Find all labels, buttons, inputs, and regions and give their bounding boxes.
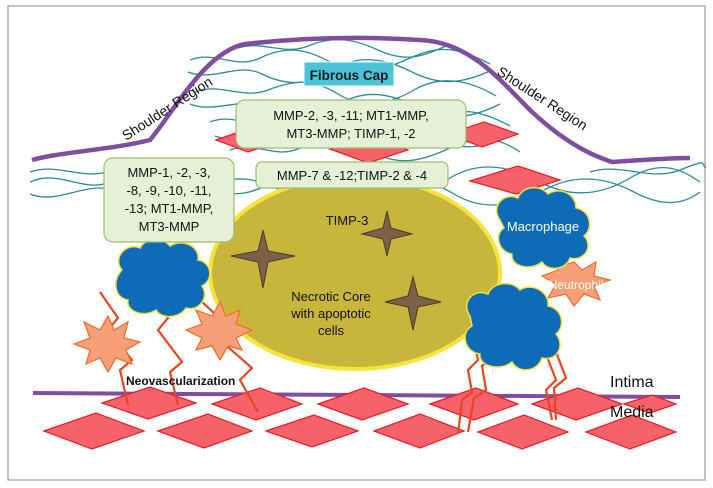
mmp-box-middle-text: MMP-7 & -12;TIMP-2 & -4 bbox=[277, 168, 427, 183]
necrotic-core-line1: Necrotic Core bbox=[291, 289, 370, 304]
apoptotic-cell-star bbox=[384, 275, 442, 331]
fibrous-cap-membrane bbox=[31, 35, 691, 165]
starburst-cell bbox=[184, 300, 254, 362]
mmp-box-shoulder-line2: -8, -9, -10, -11, bbox=[126, 183, 211, 198]
inflammatory-cells bbox=[72, 254, 613, 374]
mmp-box-shoulder bbox=[103, 157, 235, 243]
neutrophil-label: Neutrophil bbox=[549, 278, 604, 292]
apoptotic-cell-star bbox=[360, 210, 414, 257]
vsmc-diamond bbox=[156, 413, 254, 449]
mmp-box-shoulder-line3: -13; MT1-MMP, bbox=[125, 201, 214, 216]
macrophage-blob bbox=[464, 282, 563, 371]
timp3-label: TIMP-3 bbox=[326, 213, 369, 228]
mmp-box-cap-line1: MMP-2, -3, -11; MT1-MMP, bbox=[273, 108, 429, 123]
mmp-box-cap bbox=[235, 99, 467, 149]
mmp-box-cap-line2: MT3-MMP; TIMP-1, -2 bbox=[286, 126, 415, 141]
necrotic-core-line3: cells bbox=[318, 323, 345, 338]
vsmc-diamond bbox=[622, 394, 678, 414]
fibrous-cap-label: Fibrous Cap bbox=[310, 68, 389, 83]
necrotic-core-line2: with apoptotic bbox=[290, 306, 371, 321]
macrophage-blob bbox=[495, 186, 591, 270]
vsmc-diamond bbox=[264, 414, 360, 448]
intima-label: Intima bbox=[610, 374, 654, 391]
macrophage-blob bbox=[115, 238, 211, 318]
media-label: Media bbox=[610, 404, 654, 421]
vsmc-label: VSMC bbox=[610, 205, 642, 217]
apoptotic-cells bbox=[230, 210, 442, 331]
fibrous-cap-label-bg bbox=[303, 61, 395, 87]
vsmc-diamond bbox=[584, 414, 678, 450]
vsmc-diamond bbox=[210, 387, 304, 421]
mmp-box-shoulder-line4: MT3-MMP bbox=[139, 219, 200, 234]
vsmc-diamond bbox=[372, 413, 466, 449]
vsmc-diamond bbox=[467, 165, 562, 195]
vsmc-diamond bbox=[100, 386, 198, 420]
apoptotic-cell-star bbox=[230, 229, 296, 289]
mmp-box-shoulder-line1: MMP-1, -2, -3, bbox=[127, 165, 210, 180]
mmp-box-middle bbox=[255, 161, 449, 189]
macrophage-label: Macrophage bbox=[507, 219, 579, 234]
necrotic-core bbox=[208, 175, 502, 371]
vsmc-diamond bbox=[316, 387, 410, 421]
vsmc-diamond bbox=[42, 412, 146, 450]
neovascularization-label: Neovascularization bbox=[126, 374, 235, 388]
starburst-cell bbox=[72, 314, 142, 374]
vsmc-diamond bbox=[476, 414, 570, 450]
